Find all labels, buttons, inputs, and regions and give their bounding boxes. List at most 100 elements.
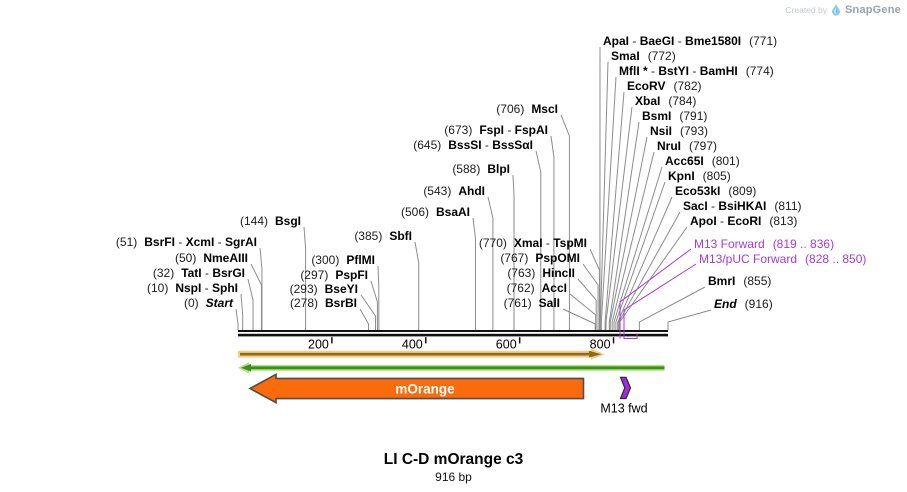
site-position: (782) — [673, 79, 702, 93]
connector-line — [569, 293, 597, 330]
connector-line — [377, 265, 380, 330]
site-label[interactable]: BmrI(855) — [708, 274, 771, 289]
site-label[interactable]: Eco53kI(809) — [675, 184, 756, 199]
site-position: (916) — [744, 297, 773, 311]
orf-arrow-reverse[interactable] — [238, 362, 665, 374]
site-position: (385) — [354, 229, 383, 243]
enzyme-name: M13 Forward — [694, 237, 765, 251]
site-label[interactable]: (506)BsaAI — [401, 205, 470, 220]
enzyme-name: FspI — [479, 123, 504, 137]
site-label[interactable]: SmaI(772) — [611, 49, 676, 64]
site-label[interactable]: (0)Start — [184, 296, 233, 311]
site-label[interactable]: EcoRV(782) — [627, 79, 701, 94]
site-label[interactable]: (761)SalI — [504, 296, 560, 311]
connector-line — [240, 293, 244, 330]
separator: - — [647, 64, 659, 78]
site-position: (762) — [506, 281, 535, 295]
site-label[interactable]: MflI * - BstYI - BamHI(774) — [619, 64, 774, 79]
site-label[interactable]: (588)BlpI — [452, 162, 510, 177]
site-label[interactable]: (706)MscI — [496, 102, 558, 117]
site-position: (772) — [647, 49, 676, 63]
site-label[interactable]: (673)FspI - FspAI — [444, 123, 548, 138]
snapgene-brand-text: SnapGene — [844, 3, 901, 16]
site-position: (673) — [444, 123, 473, 137]
enzyme-name: BaeGI — [639, 34, 675, 48]
site-label[interactable]: (297)PspFI — [300, 268, 368, 283]
site-label[interactable]: ApoI - EcoRI(813) — [690, 214, 797, 229]
site-label[interactable]: Acc65I(801) — [665, 154, 740, 169]
site-label[interactable]: End (916) — [714, 297, 773, 312]
site-position: (763) — [507, 266, 536, 280]
site-label[interactable]: NruI(797) — [657, 139, 717, 154]
map-title: LI C-D mOrange c3 — [383, 451, 524, 468]
site-position: (706) — [496, 102, 525, 116]
enzyme-name: Start — [205, 296, 233, 310]
site-position: (813) — [769, 214, 798, 228]
connector-line — [235, 308, 239, 330]
site-label[interactable]: (10)NspI - SphI — [147, 281, 238, 296]
enzyme-name: End — [714, 297, 737, 311]
enzyme-name: TspMI — [553, 236, 587, 250]
site-label[interactable]: (385)SbfI — [354, 229, 412, 244]
connector-line — [604, 91, 625, 330]
primer-label[interactable]: M13 Forward (819 .. 836) — [694, 237, 834, 252]
enzyme-name: SalI — [538, 296, 560, 310]
connector-line — [638, 286, 706, 330]
enzyme-name: BamHI — [699, 64, 738, 78]
connector-line — [562, 308, 596, 330]
site-label[interactable]: (770)XmaI - TspMI — [479, 236, 587, 251]
separator: - — [689, 64, 700, 78]
site-label[interactable]: (763)HincII — [507, 266, 575, 281]
enzyme-name: KpnI — [668, 169, 695, 183]
site-position: (819 .. 836) — [772, 237, 835, 251]
site-label[interactable]: (144)BsgI — [240, 214, 301, 229]
enzyme-name: SphI — [212, 281, 238, 295]
ruler-tick-label: 600 — [496, 338, 517, 352]
enzyme-name: PspOMI — [535, 251, 580, 265]
site-label[interactable]: KpnI (805) — [668, 169, 731, 184]
morange-arrow[interactable]: mOrange — [248, 372, 585, 405]
site-label[interactable]: (278)BsrBI — [290, 296, 357, 311]
ruler-tick-label: 200 — [308, 338, 329, 352]
connector-line — [599, 61, 609, 330]
site-label[interactable]: (293)BseYI — [290, 282, 358, 297]
connector-line — [605, 106, 633, 330]
m13-fwd-arrow[interactable]: M13 fwd — [600, 376, 648, 416]
enzyme-name: BmrI — [708, 274, 736, 288]
site-label[interactable]: BsmI(791) — [642, 109, 707, 124]
site-position: (506) — [400, 205, 429, 219]
site-position: (805) — [702, 169, 731, 183]
site-label[interactable]: NsiI(793) — [650, 124, 708, 139]
site-label[interactable]: (51)BsrFI - XcmI - SgrAI — [116, 235, 257, 250]
site-label[interactable]: (645)BssSI - BssSαI — [413, 138, 533, 153]
site-position: (543) — [423, 184, 452, 198]
connector-line — [472, 217, 477, 330]
site-position: (793) — [680, 124, 709, 138]
site-label[interactable]: (32)TatI - BsrGI — [153, 266, 245, 281]
ruler-tick — [331, 337, 333, 344]
site-label[interactable]: SacI - BsiHKAI(811) — [683, 199, 802, 214]
site-label[interactable]: (300)PflMI — [311, 253, 375, 268]
connector-line — [247, 278, 254, 330]
site-label[interactable]: (767)PspOMI — [500, 251, 580, 266]
connector-line — [370, 280, 378, 330]
site-label[interactable]: XbaI(784) — [635, 94, 696, 109]
snapgene-logo-icon — [831, 3, 840, 16]
primer-label[interactable]: M13/pUC Forward (828 .. 850) — [699, 252, 866, 267]
connector-line — [414, 241, 420, 330]
site-position: (774) — [745, 64, 774, 78]
separator: - — [542, 236, 554, 250]
site-position: (828 .. 850) — [805, 252, 867, 266]
site-label[interactable]: (543)AhdI — [423, 184, 485, 199]
ruler-tick — [612, 337, 615, 344]
site-position: (797) — [689, 139, 718, 153]
enzyme-name: M13/pUC Forward — [699, 252, 798, 266]
site-label[interactable]: (50)NmeAIII — [175, 251, 248, 266]
connector-line — [535, 150, 542, 330]
site-label[interactable]: (762)AccI — [507, 281, 567, 296]
orf-arrow-forward[interactable] — [238, 348, 605, 360]
sequence-line[interactable] — [238, 330, 668, 337]
site-label[interactable]: ApaI - BaeGI - Bme1580I(771) — [603, 34, 777, 49]
connector-line — [577, 278, 597, 330]
enzyme-name: BstYI — [658, 64, 690, 78]
